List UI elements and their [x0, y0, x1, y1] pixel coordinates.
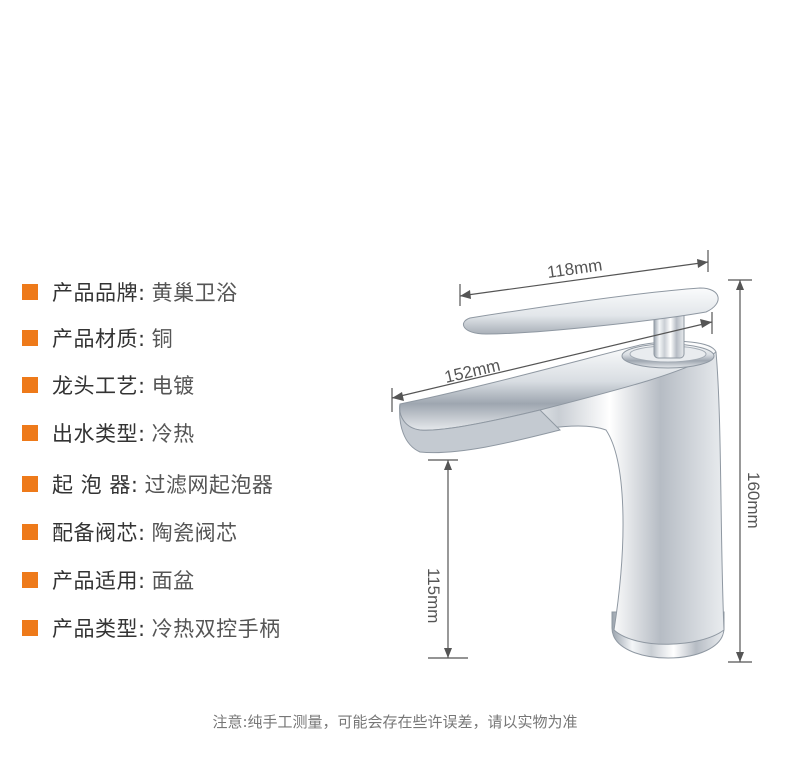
spec-row-valve-core: 配备阀芯: 陶瓷阀芯	[22, 517, 238, 547]
spec-label: 产品材质:	[52, 327, 146, 351]
spec-row-aerator: 起 泡 器: 过滤网起泡器	[22, 469, 273, 499]
spec-row-finish: 龙头工艺: 电镀	[22, 370, 195, 400]
bullet-square-icon	[22, 377, 38, 393]
spec-row-product-type: 产品类型: 冷热双控手柄	[22, 613, 281, 643]
bullet-square-icon	[22, 620, 38, 636]
bullet-square-icon	[22, 330, 38, 346]
spec-value: 铜	[151, 327, 174, 351]
spec-value: 黄巢卫浴	[151, 281, 238, 305]
spec-label: 起 泡 器:	[52, 473, 139, 497]
spec-value: 冷热	[151, 422, 195, 446]
spec-label: 产品适用:	[52, 569, 146, 593]
spec-row-water-type: 出水类型: 冷热	[22, 418, 195, 448]
spec-value: 面盆	[151, 569, 195, 593]
spec-label: 出水类型:	[52, 422, 146, 446]
spec-value: 电镀	[151, 374, 195, 398]
bullet-square-icon	[22, 572, 38, 588]
spec-row-application: 产品适用: 面盆	[22, 565, 195, 595]
spec-label: 龙头工艺:	[52, 374, 146, 398]
total-height-label: 160mm	[744, 472, 763, 529]
bullet-square-icon	[22, 284, 38, 300]
spec-value: 冷热双控手柄	[151, 617, 281, 641]
spec-label: 配备阀芯:	[52, 521, 146, 545]
spout-height-label: 115mm	[424, 568, 443, 623]
spec-value: 陶瓷阀芯	[151, 521, 238, 545]
bullet-square-icon	[22, 425, 38, 441]
measurement-note: 注意:纯手工测量，可能会存在些许误差，请以实物为准	[212, 713, 578, 731]
spec-row-material: 产品材质: 铜	[22, 323, 173, 353]
dimension-lines	[391, 250, 752, 663]
dimension-arrows	[392, 259, 744, 662]
spec-label: 产品品牌:	[52, 281, 146, 305]
bullet-square-icon	[22, 476, 38, 492]
faucet-illustration	[399, 287, 725, 659]
spec-label: 产品类型:	[52, 617, 146, 641]
spec-value: 过滤网起泡器	[144, 473, 274, 497]
spec-row-brand: 产品品牌: 黄巢卫浴	[22, 277, 238, 307]
bullet-square-icon	[22, 524, 38, 540]
